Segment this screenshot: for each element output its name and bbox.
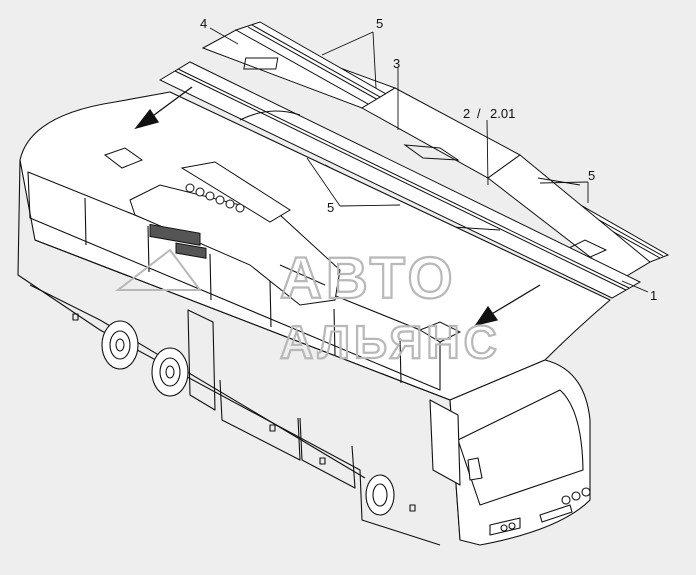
- bus-front: [429, 359, 591, 546]
- roof-panel-2: [487, 154, 651, 281]
- leader-lines: [209, 27, 649, 293]
- callout-4: 4: [200, 16, 207, 31]
- roof-hatch: [103, 147, 462, 343]
- roof-panel-1: [158, 61, 642, 299]
- callout-1: 1: [650, 288, 657, 303]
- rear-wheels: [101, 320, 189, 397]
- roof-ac-unit: [129, 161, 341, 306]
- callout-3: 3: [393, 56, 400, 71]
- callout-5-top: 5: [376, 16, 383, 31]
- assembly-arrow-rear: [134, 86, 193, 130]
- callout-slash: /: [477, 106, 481, 121]
- watermark-logo: АВТО АЛЬЯНС: [115, 245, 501, 369]
- callout-2: 2: [463, 106, 470, 121]
- assembly-arrow-front: [474, 284, 541, 327]
- callout-5-right: 5: [588, 168, 595, 183]
- watermark-line-2: АЛЬЯНС: [280, 316, 501, 368]
- front-wheel: [365, 474, 395, 516]
- callout-2-01: 2.01: [490, 106, 515, 121]
- callout-5-middle: 5: [327, 200, 334, 215]
- watermark-line-1: АВТО: [280, 246, 457, 311]
